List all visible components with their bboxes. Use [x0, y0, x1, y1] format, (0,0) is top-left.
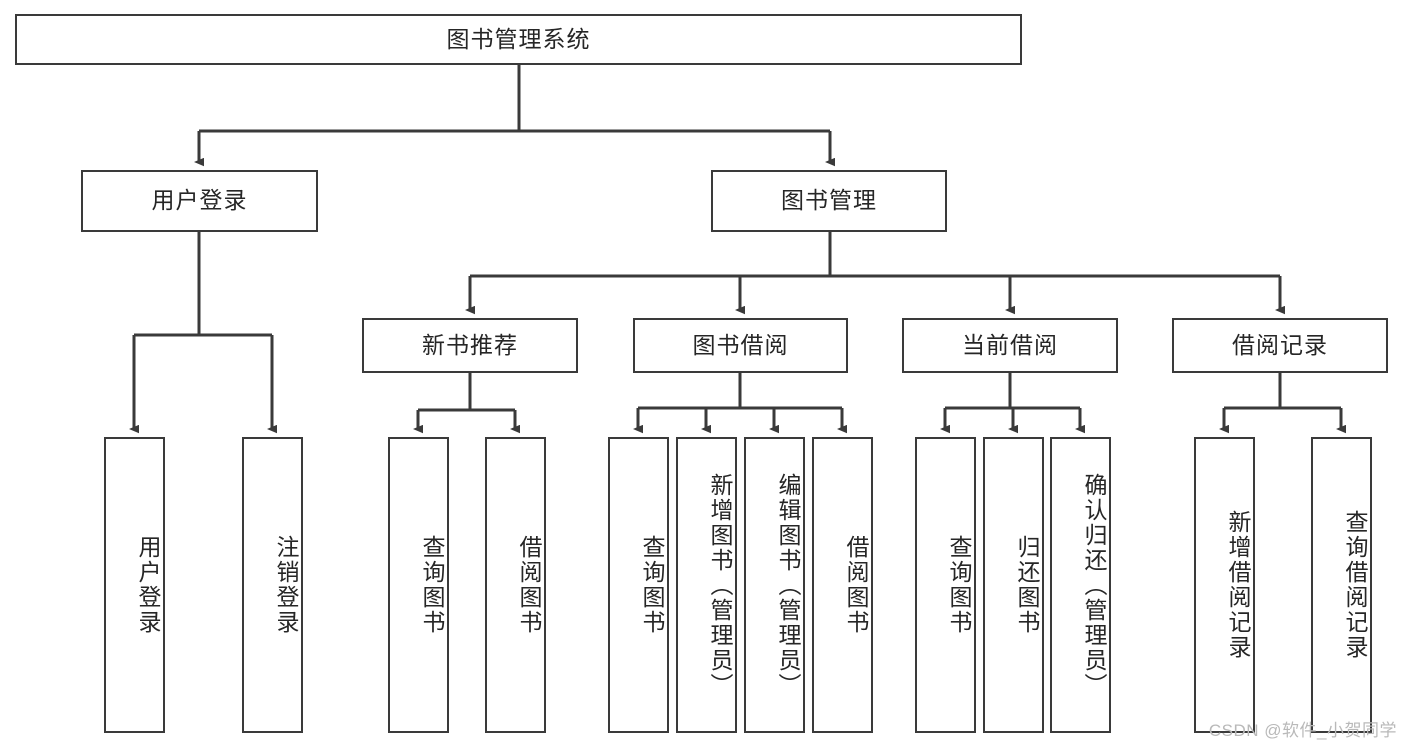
node-book-management[interactable]: 图书管理 [711, 170, 947, 232]
node-label: 查询图书 [946, 535, 972, 635]
node-label: 用户登录 [151, 187, 248, 214]
node-label: 借阅记录 [1232, 331, 1328, 358]
node-leaf-return-book[interactable]: 归还图书 [983, 437, 1044, 733]
node-leaf-add-book[interactable]: 新增图书（管理员） [676, 437, 737, 733]
node-leaf-query-book-recommend[interactable]: 查询图书 [388, 437, 449, 733]
node-label: 查询借阅记录 [1342, 510, 1368, 660]
node-label: 查询图书 [639, 535, 665, 635]
node-label: 用户登录 [135, 535, 161, 635]
node-label: 新书推荐 [422, 331, 518, 358]
node-leaf-edit-book[interactable]: 编辑图书（管理员） [744, 437, 805, 733]
node-new-book-recommend[interactable]: 新书推荐 [362, 318, 578, 373]
watermark-text: CSDN @软件_小贺同学 [1208, 721, 1397, 740]
node-current-borrow[interactable]: 当前借阅 [902, 318, 1118, 373]
node-leaf-user-login[interactable]: 用户登录 [104, 437, 165, 733]
node-leaf-query-book-borrow[interactable]: 查询图书 [608, 437, 669, 733]
node-leaf-borrow-book-recommend[interactable]: 借阅图书 [485, 437, 546, 733]
node-label: 当前借阅 [962, 331, 1058, 358]
node-user-login[interactable]: 用户登录 [81, 170, 318, 232]
node-label: 图书借阅 [692, 331, 789, 358]
node-leaf-query-book-current[interactable]: 查询图书 [915, 437, 976, 733]
node-label: 注销登录 [273, 535, 299, 635]
node-label: 查询图书 [419, 535, 445, 635]
node-borrow-record[interactable]: 借阅记录 [1172, 318, 1388, 373]
node-book-borrow[interactable]: 图书借阅 [633, 318, 848, 373]
node-leaf-borrow-book[interactable]: 借阅图书 [812, 437, 873, 733]
node-root-system[interactable]: 图书管理系统 [15, 14, 1022, 65]
node-leaf-user-logout[interactable]: 注销登录 [242, 437, 303, 733]
node-label: 图书管理系统 [446, 25, 591, 52]
node-label: 图书管理 [781, 187, 877, 214]
node-leaf-confirm-return[interactable]: 确认归还（管理员） [1050, 437, 1111, 733]
node-label: 编辑图书（管理员） [775, 472, 801, 698]
node-leaf-query-borrow-record[interactable]: 查询借阅记录 [1311, 437, 1372, 733]
node-label: 新增借阅记录 [1225, 510, 1251, 660]
node-leaf-add-borrow-record[interactable]: 新增借阅记录 [1194, 437, 1255, 733]
node-label: 新增图书（管理员） [707, 472, 733, 698]
node-label: 确认归还（管理员） [1081, 472, 1107, 698]
node-label: 归还图书 [1014, 535, 1040, 635]
node-label: 借阅图书 [843, 535, 869, 635]
node-label: 借阅图书 [516, 535, 542, 635]
